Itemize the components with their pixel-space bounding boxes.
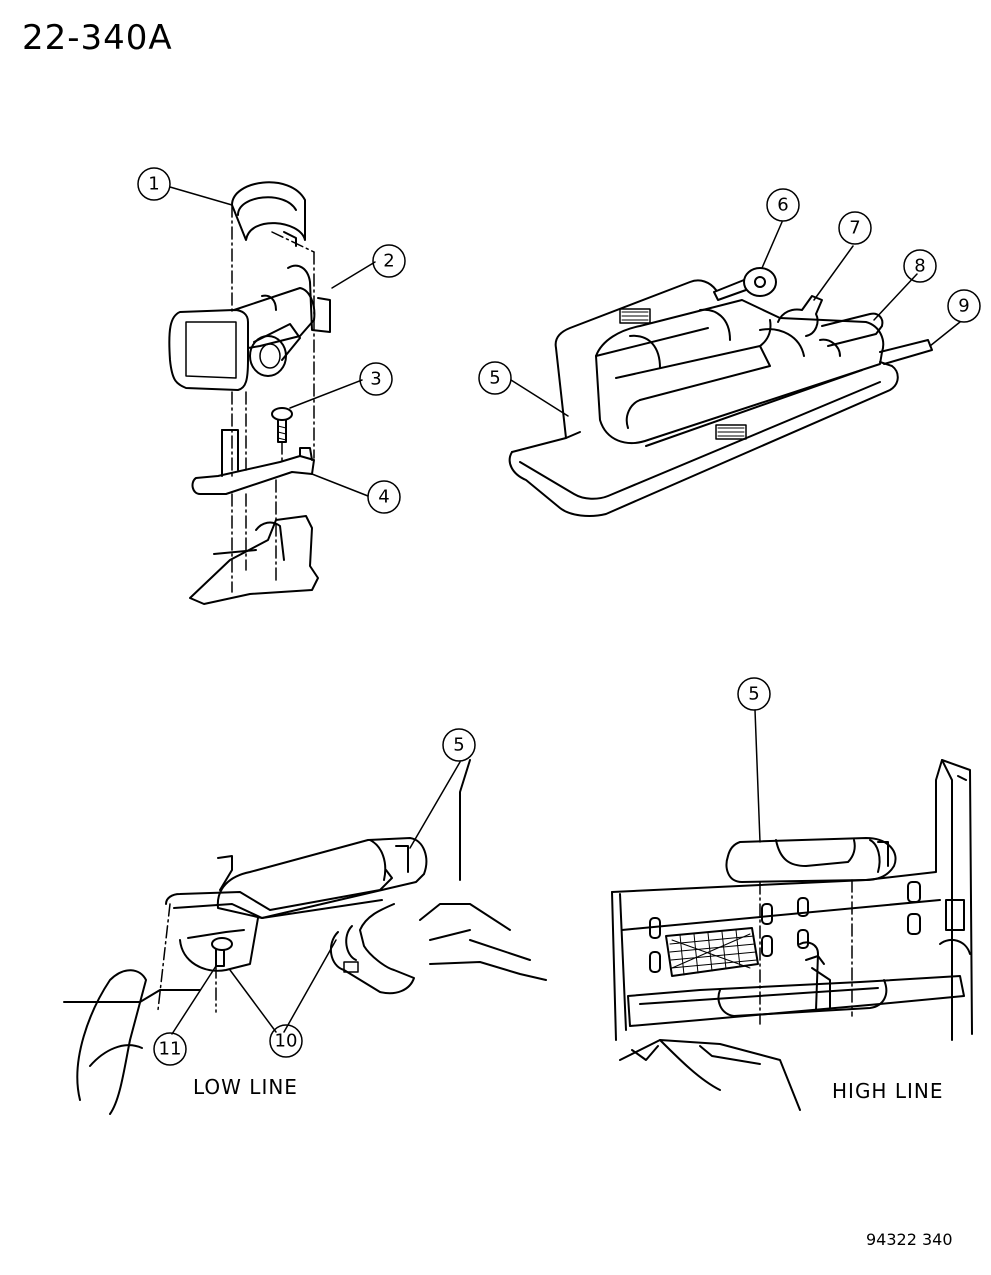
caption-low-line: LOW LINE [193, 1075, 298, 1099]
footer-code: 94322 340 [866, 1230, 953, 1249]
caption-high-line: HIGH LINE [832, 1079, 944, 1103]
page-code: 22-340A [22, 18, 173, 58]
callout-label: 5 [453, 735, 464, 756]
low-line-mounting [63, 759, 547, 1115]
callout-label: 7 [849, 218, 860, 239]
callout-label: 11 [159, 1039, 182, 1060]
callout-label: 5 [489, 368, 500, 389]
callout-label: 9 [958, 296, 969, 317]
callout-label: 5 [748, 684, 759, 705]
callout-label: 10 [275, 1031, 298, 1052]
callout-label: 2 [383, 251, 394, 272]
high-line-mounting [611, 759, 973, 1111]
lamp-assembly [168, 181, 331, 605]
callout-label: 1 [148, 174, 159, 195]
callout-label: 4 [378, 487, 389, 508]
callouts: 1 2 3 4 5 6 7 8 9 5 5 10 11 [137, 167, 981, 1066]
jack-tool-bag [508, 267, 933, 517]
callout-label: 3 [370, 369, 381, 390]
callout-label: 6 [777, 195, 788, 216]
callout-label: 8 [914, 256, 925, 277]
